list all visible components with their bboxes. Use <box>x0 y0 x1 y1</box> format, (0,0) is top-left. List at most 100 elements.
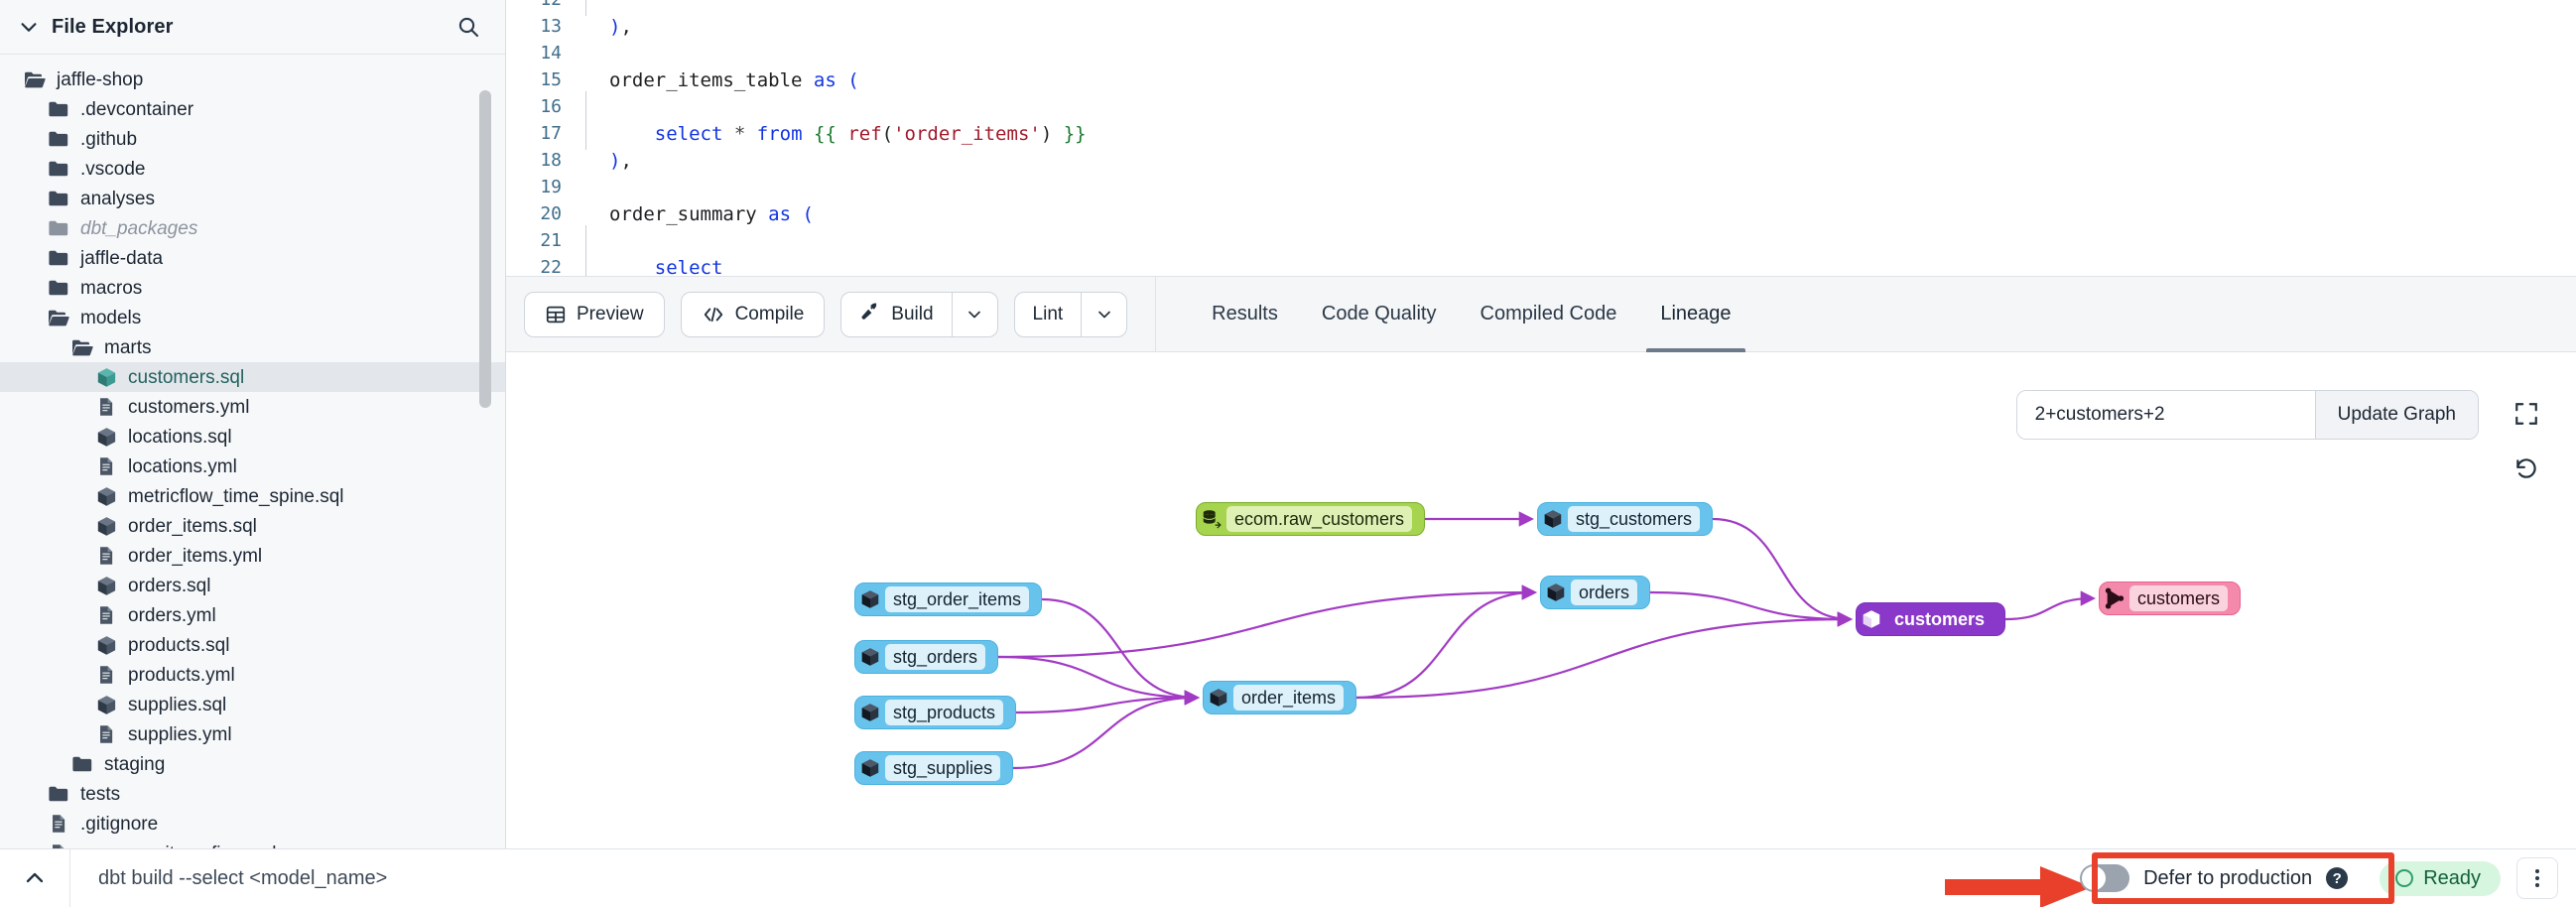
tree-item-customers-sql[interactable]: customers.sql <box>0 362 505 392</box>
tree-item-jaffle-shop[interactable]: jaffle-shop <box>0 65 505 94</box>
lineage-node-customers-model[interactable]: customers <box>1856 602 2006 636</box>
code-line[interactable]: 22 select <box>506 251 2576 276</box>
chevron-up-icon[interactable] <box>0 866 69 890</box>
lineage-node-label: customers <box>1894 609 1986 629</box>
sidebar-header: File Explorer <box>0 0 505 55</box>
lineage-graph-canvas[interactable]: ecom.raw_customers stg_customers stg_order… <box>506 352 2576 848</box>
tree-item-label: staging <box>104 753 166 775</box>
tree-item-macros[interactable]: macros <box>0 273 505 303</box>
code-line[interactable]: 19 <box>506 174 2576 200</box>
build-button[interactable]: Build <box>841 293 951 336</box>
tree-item-label: metricflow_time_spine.sql <box>128 485 344 507</box>
tree-item-locations-sql[interactable]: locations.sql <box>0 422 505 452</box>
tree-item-dbt-packages[interactable]: dbt_packages <box>0 213 505 243</box>
tree-item--devcontainer[interactable]: .devcontainer <box>0 94 505 124</box>
lineage-node-label: ecom.raw_customers <box>1226 506 1413 532</box>
tree-item-label: .vscode <box>80 158 146 180</box>
tree-item-order-items-sql[interactable]: order_items.sql <box>0 511 505 541</box>
chevron-down-icon[interactable] <box>16 14 42 40</box>
tree-item-label: pre-commit-config.yaml <box>80 844 276 849</box>
yaml-file-icon <box>93 543 119 569</box>
update-graph-button[interactable]: Update Graph <box>2314 391 2478 439</box>
reset-rotate-icon[interactable] <box>2507 450 2546 489</box>
code-text <box>585 90 620 123</box>
tab-compiled-code[interactable]: Compiled Code <box>1459 277 1639 352</box>
tree-item-marts[interactable]: marts <box>0 332 505 362</box>
lineage-node-stg-orders[interactable]: stg_orders <box>854 640 999 674</box>
question-mark-icon[interactable]: ? <box>2326 867 2349 889</box>
folder-icon <box>46 215 71 241</box>
lineage-node-customers-exposure[interactable]: customers <box>2099 582 2242 615</box>
tree-item-tests[interactable]: tests <box>0 779 505 809</box>
lint-button[interactable]: Lint <box>1015 293 1082 336</box>
tree-item-orders-sql[interactable]: orders.sql <box>0 571 505 600</box>
tree-item-analyses[interactable]: analyses <box>0 184 505 213</box>
sidebar-scrollbar-track[interactable] <box>479 90 491 848</box>
file-tree[interactable]: jaffle-shop.devcontainer.github .vscode an… <box>0 55 505 848</box>
code-line[interactable]: 16 <box>506 90 2576 123</box>
tree-item-locations-yml[interactable]: locations.yml <box>0 452 505 481</box>
lineage-node-stg-supplies[interactable]: stg_supplies <box>854 751 1014 785</box>
tree-item-orders-yml[interactable]: orders.yml <box>0 600 505 630</box>
search-icon[interactable] <box>453 12 483 42</box>
lineage-node-stg-products[interactable]: stg_products <box>854 696 1017 729</box>
tree-item-metricflow-time-spine-sql[interactable]: metricflow_time_spine.sql <box>0 481 505 511</box>
tree-item-label: order_items.yml <box>128 545 263 567</box>
tree-item-order-items-yml[interactable]: order_items.yml <box>0 541 505 571</box>
tab-lineage[interactable]: Lineage <box>1638 277 1752 352</box>
tree-item-products-sql[interactable]: products.sql <box>0 630 505 660</box>
tree-item-pre-commit-config-yaml[interactable]: pre-commit-config.yaml <box>0 839 505 848</box>
lineage-node-stg-order-items[interactable]: stg_order_items <box>854 583 1043 616</box>
compile-button[interactable]: Compile <box>680 291 826 337</box>
line-number: 17 <box>540 123 562 144</box>
tree-item-supplies-yml[interactable]: supplies.yml <box>0 719 505 749</box>
defer-to-production-control[interactable]: Defer to production ? <box>2064 864 2364 892</box>
lineage-node-orders[interactable]: orders <box>1540 576 1651 609</box>
defer-toggle[interactable] <box>2080 864 2130 892</box>
model-cube-icon <box>1204 687 1233 709</box>
lineage-node-ecom-raw-customers[interactable]: ecom.raw_customers <box>1196 502 1426 536</box>
lint-dropdown-caret[interactable] <box>1081 292 1126 336</box>
preview-button[interactable]: Preview <box>524 291 665 337</box>
exposure-icon <box>2100 587 2129 609</box>
graph-selector-input[interactable] <box>2016 391 2315 439</box>
more-vertical-icon[interactable] <box>2516 857 2558 899</box>
fullscreen-icon[interactable] <box>2507 394 2546 434</box>
build-dropdown-caret[interactable] <box>951 292 997 336</box>
lineage-edge <box>1041 597 1201 706</box>
tree-item-jaffle-data[interactable]: jaffle-data <box>0 243 505 273</box>
code-text <box>585 224 620 257</box>
tree-item--vscode[interactable]: .vscode <box>0 154 505 184</box>
tree-item-label: supplies.yml <box>128 723 232 745</box>
tree-item-supplies-sql[interactable]: supplies.sql <box>0 690 505 719</box>
lineage-node-label: stg_customers <box>1568 506 1701 532</box>
tree-item--github[interactable]: .github <box>0 124 505 154</box>
tree-item--gitignore[interactable]: .gitignore <box>0 809 505 839</box>
folder-open-icon <box>22 66 48 92</box>
code-line[interactable]: 18), <box>506 147 2576 174</box>
tab-results[interactable]: Results <box>1190 277 1300 352</box>
command-bar-input[interactable]: dbt build --select <model_name> <box>69 848 2064 907</box>
tree-item-products-yml[interactable]: products.yml <box>0 660 505 690</box>
tree-item-staging[interactable]: staging <box>0 749 505 779</box>
tab-label: Lineage <box>1660 303 1732 324</box>
build-split-button: Build <box>840 291 998 337</box>
tree-item-models[interactable]: models <box>0 303 505 332</box>
code-line[interactable]: 12 <box>506 0 2576 16</box>
tree-item-customers-yml[interactable]: customers.yml <box>0 392 505 422</box>
lineage-node-label: stg_order_items <box>885 586 1030 612</box>
tree-item-label: supplies.sql <box>128 694 227 715</box>
code-line[interactable]: 21 <box>506 224 2576 257</box>
code-line[interactable]: 17 select * from {{ ref('order_items') }… <box>506 117 2576 150</box>
line-number: 14 <box>540 43 562 64</box>
sidebar-scrollbar-thumb[interactable] <box>479 90 491 408</box>
code-line[interactable]: 14 <box>506 40 2576 66</box>
tab-code-quality[interactable]: Code Quality <box>1300 277 1459 352</box>
lineage-node-order-items[interactable]: order_items <box>1203 681 1357 714</box>
tree-item-label: models <box>80 307 142 328</box>
code-line[interactable]: 13), <box>506 13 2576 40</box>
lineage-node-stg-customers[interactable]: stg_customers <box>1537 502 1714 536</box>
